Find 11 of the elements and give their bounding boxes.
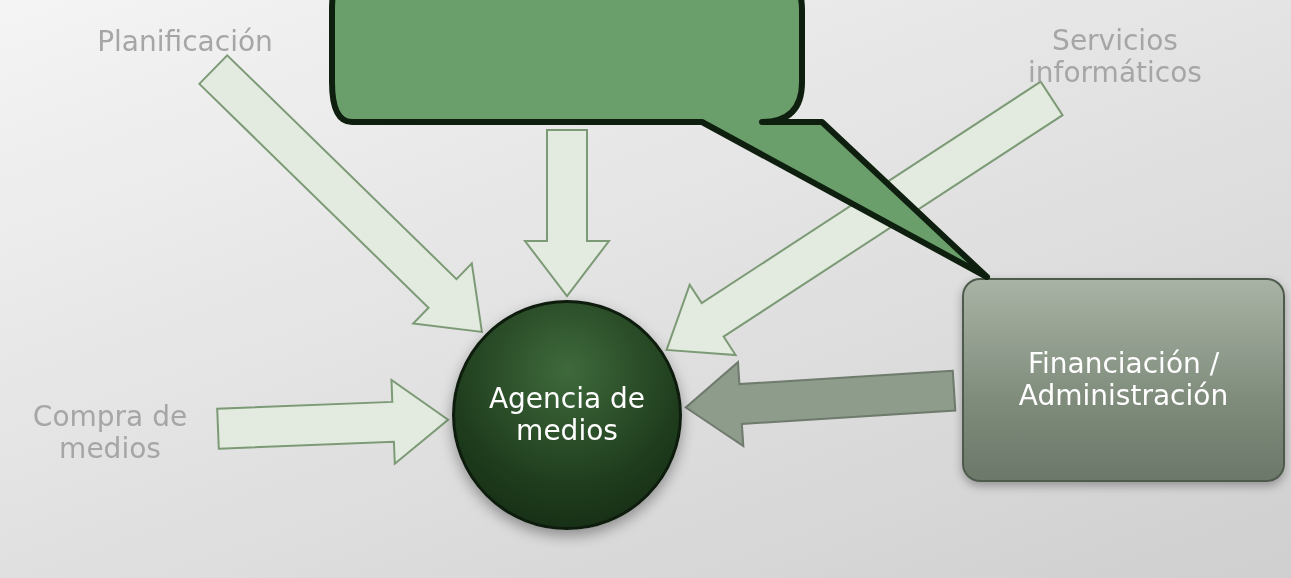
node-label: Planificación <box>97 25 273 59</box>
node-label: Servicios informáticos <box>1027 24 1203 90</box>
block-arrow <box>197 53 484 334</box>
block-arrow <box>216 377 450 466</box>
block-arrow <box>522 129 612 298</box>
process-box <box>962 278 1285 482</box>
block-arrow <box>665 80 1064 357</box>
block-arrow <box>684 360 957 448</box>
node-label: Agencia de medios <box>487 382 647 448</box>
node-label: Financiación / Administración <box>1017 347 1230 413</box>
node-label: Compra de medios <box>31 400 189 466</box>
